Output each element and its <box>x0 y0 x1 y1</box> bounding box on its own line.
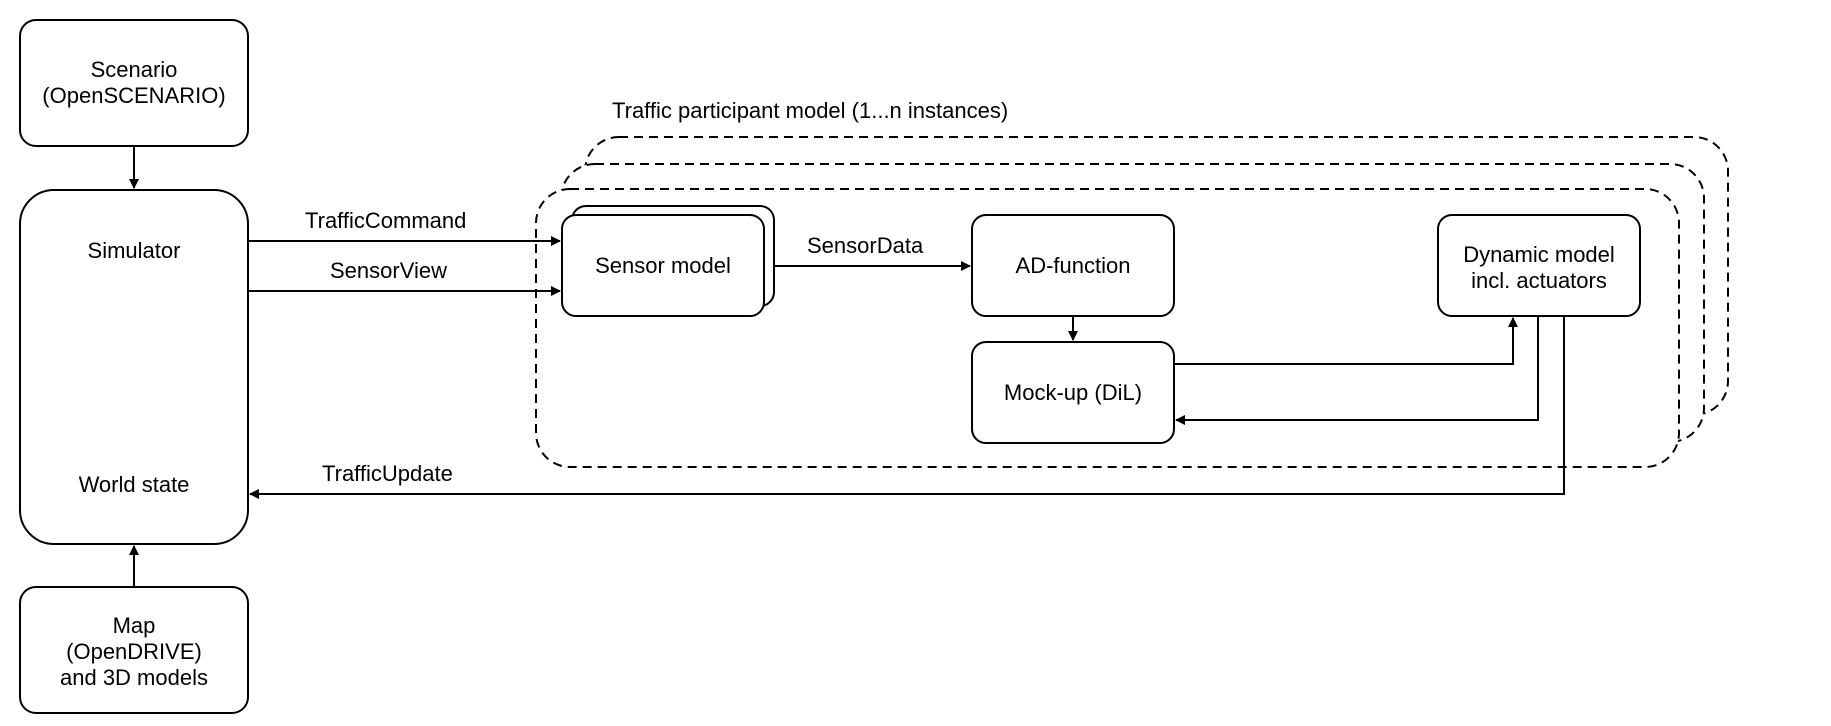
traffic-update-arrow <box>249 316 1565 499</box>
sensor-model-box <box>561 214 765 317</box>
traffic-command-label: TrafficCommand <box>305 208 466 233</box>
ad-function-label: AD-function <box>1016 253 1131 278</box>
sensor-model-label: Sensor model <box>595 253 731 278</box>
traffic-update-label: TrafficUpdate <box>322 461 453 486</box>
dynamic-model-to-mockup-arrow <box>1175 316 1539 425</box>
map-label-line3: and 3D models <box>60 665 208 690</box>
dynamic-model-label-line1: Dynamic model <box>1463 242 1615 267</box>
map-label-line2: (OpenDRIVE) <box>66 639 202 664</box>
simulator-box <box>19 189 249 545</box>
scenario-label-line2: (OpenSCENARIO) <box>42 83 225 108</box>
group-label: Traffic participant model (1...n instanc… <box>612 98 1008 123</box>
map-label-line1: Map <box>113 613 156 638</box>
sensor-data-label: SensorData <box>807 233 924 258</box>
dynamic-model-label-line2: incl. actuators <box>1471 268 1607 293</box>
scenario-label-line1: Scenario <box>91 57 178 82</box>
sensor-view-label: SensorView <box>330 258 447 283</box>
mockup-box <box>971 341 1175 444</box>
instance-frame-1 <box>535 188 1680 468</box>
simulator-label: Simulator <box>88 238 181 263</box>
world-state-label: World state <box>79 472 190 497</box>
mockup-label: Mock-up (DiL) <box>1004 380 1142 405</box>
mockup-to-dynamic-model-arrow <box>1174 317 1518 365</box>
